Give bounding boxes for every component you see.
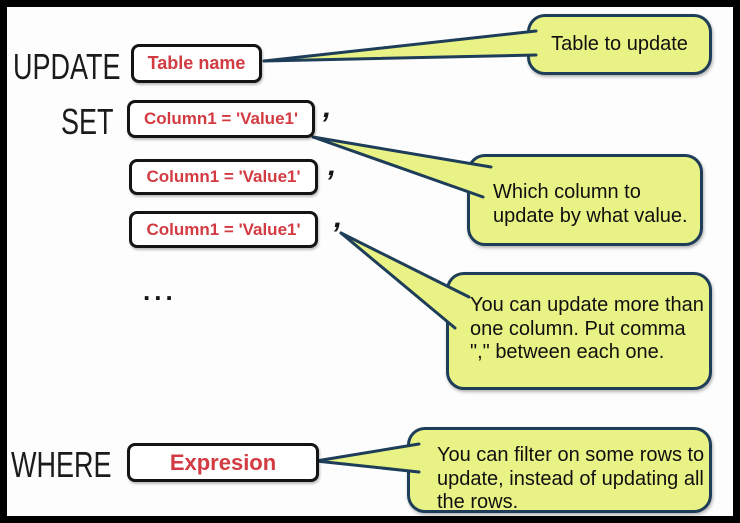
callout-where-filter: You can filter on some rows to update, i… [407, 427, 712, 513]
callout-table-to-update: Table to update [527, 14, 712, 75]
keyword-update: UPDATE [13, 46, 121, 87]
table-name-box: Table name [131, 44, 262, 83]
callout-multiple-columns: You can update more than one column. Put… [446, 272, 712, 390]
expression-box: Expresion [127, 443, 319, 482]
column-value-box: Column1 = 'Value1' [129, 159, 318, 195]
keyword-set: SET [61, 101, 114, 142]
column-value-box: Column1 = 'Value1' [127, 100, 315, 138]
comma-separator: , [323, 91, 332, 124]
keyword-where: WHERE [11, 444, 112, 485]
comma-separator: , [334, 201, 343, 234]
callout-which-column: Which column to update by what value. [467, 154, 703, 246]
column-value-box: Column1 = 'Value1' [129, 211, 318, 248]
comma-separator: , [328, 149, 337, 182]
ellipsis-more-columns: ... [143, 276, 177, 306]
